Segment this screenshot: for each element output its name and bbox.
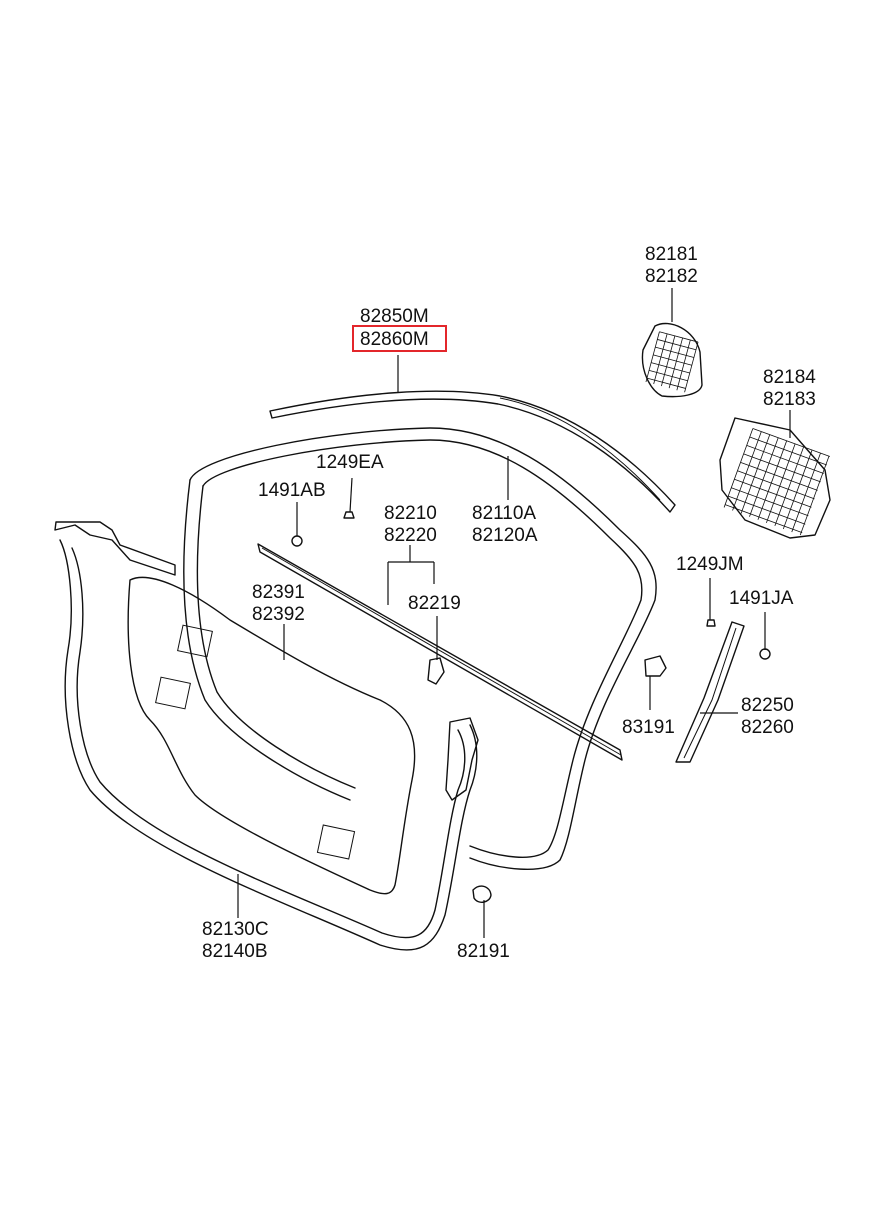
mesh-line (732, 431, 762, 511)
mesh-line (676, 339, 691, 391)
label-82392: 82392 (252, 604, 305, 625)
mesh-line (645, 331, 660, 383)
callout-82110A: 82110A 82120A (472, 503, 538, 546)
mesh-line (734, 478, 812, 508)
screw-1491JA (759, 648, 771, 660)
callout-82181: 82181 82182 (645, 244, 698, 287)
mesh-line (757, 440, 788, 520)
label-82220: 82220 (384, 525, 437, 546)
mesh-line (646, 377, 686, 389)
mesh-line (724, 504, 803, 534)
label-82191: 82191 (457, 941, 510, 962)
callout-82219: 82219 (408, 593, 461, 614)
door-frame-weatherstrip (183, 427, 657, 870)
callout-1249JM: 1249JM (676, 554, 744, 575)
garnish-strip-82250 (675, 621, 745, 763)
mesh-line (731, 487, 809, 517)
speaker-grille-part (719, 417, 831, 539)
mesh-line (774, 446, 804, 527)
mesh-line (766, 443, 796, 523)
label-1249JM: 1249JM (676, 554, 744, 575)
door-trim-panel (127, 576, 416, 895)
mesh-line (743, 453, 821, 483)
bumper-82191 (472, 885, 492, 903)
mesh-line (740, 434, 771, 514)
mesh-line (653, 333, 668, 385)
label-82120A: 82120A (472, 525, 538, 546)
leader-lines (237, 288, 791, 938)
label-82181: 82181 (645, 244, 698, 265)
mesh-line (648, 369, 688, 382)
callout-82210: 82210 82220 (384, 503, 437, 546)
label-82219: 82219 (408, 593, 461, 614)
mesh-line (653, 354, 692, 366)
label-83191: 83191 (622, 717, 675, 738)
label-1491JA: 1491JA (729, 588, 794, 609)
mesh-line (655, 346, 695, 358)
label-82391: 82391 (252, 582, 305, 603)
label-82860M: 82860M (360, 329, 429, 350)
mesh-line (749, 436, 827, 466)
mesh-line (651, 362, 690, 374)
mesh-line (737, 470, 815, 500)
grommet-83191 (644, 655, 667, 677)
label-82260: 82260 (741, 717, 794, 738)
screw-1491AB (291, 535, 303, 547)
label-82210: 82210 (384, 503, 437, 524)
callout-83191: 83191 (622, 717, 675, 738)
mesh-line (752, 428, 831, 457)
mesh-line (684, 341, 699, 393)
mesh-line (799, 456, 830, 536)
callout-1491JA: 1491JA (729, 588, 794, 609)
mesh-line (723, 428, 754, 508)
label-1491AB: 1491AB (258, 480, 326, 501)
label-1249EA: 1249EA (316, 452, 384, 473)
mesh-line (746, 445, 824, 474)
belt-weatherstrip (257, 543, 623, 761)
callout-82850M: 82850M 82860M (352, 306, 447, 352)
mesh-line (661, 335, 676, 387)
door-body-seal (54, 521, 478, 951)
label-82130C: 82130C (202, 919, 269, 940)
label-82182: 82182 (645, 266, 698, 287)
clip-1249JM (706, 619, 716, 627)
mesh-line (791, 452, 821, 533)
mesh-line (728, 495, 806, 525)
mesh-line (659, 331, 699, 343)
hinge-bracket (445, 717, 479, 801)
callout-82191: 82191 (457, 941, 510, 962)
highlight-box (352, 325, 447, 352)
callout-82184: 82184 82183 (763, 367, 816, 410)
clip-1249EA (343, 511, 355, 519)
callout-82130C: 82130C 82140B (202, 919, 269, 962)
mesh-line (657, 339, 697, 351)
label-82850M: 82850M (360, 306, 429, 327)
label-82140B: 82140B (202, 941, 268, 962)
label-82183: 82183 (763, 389, 816, 410)
label-82184: 82184 (763, 367, 816, 388)
mirror-cover-part (641, 322, 703, 398)
mesh-line (749, 437, 779, 517)
roof-moulding-part (269, 390, 676, 513)
callout-82391: 82391 82392 (252, 582, 305, 625)
callout-1491AB: 1491AB (258, 480, 326, 501)
callout-82250: 82250 82260 (741, 695, 794, 738)
mesh-line (740, 461, 818, 491)
label-82250: 82250 (741, 695, 794, 716)
mesh-line (782, 449, 813, 530)
label-82110A: 82110A (472, 503, 536, 524)
mesh-line (668, 337, 683, 389)
callout-1249EA: 1249EA (316, 452, 384, 473)
clip-82219 (427, 657, 445, 685)
